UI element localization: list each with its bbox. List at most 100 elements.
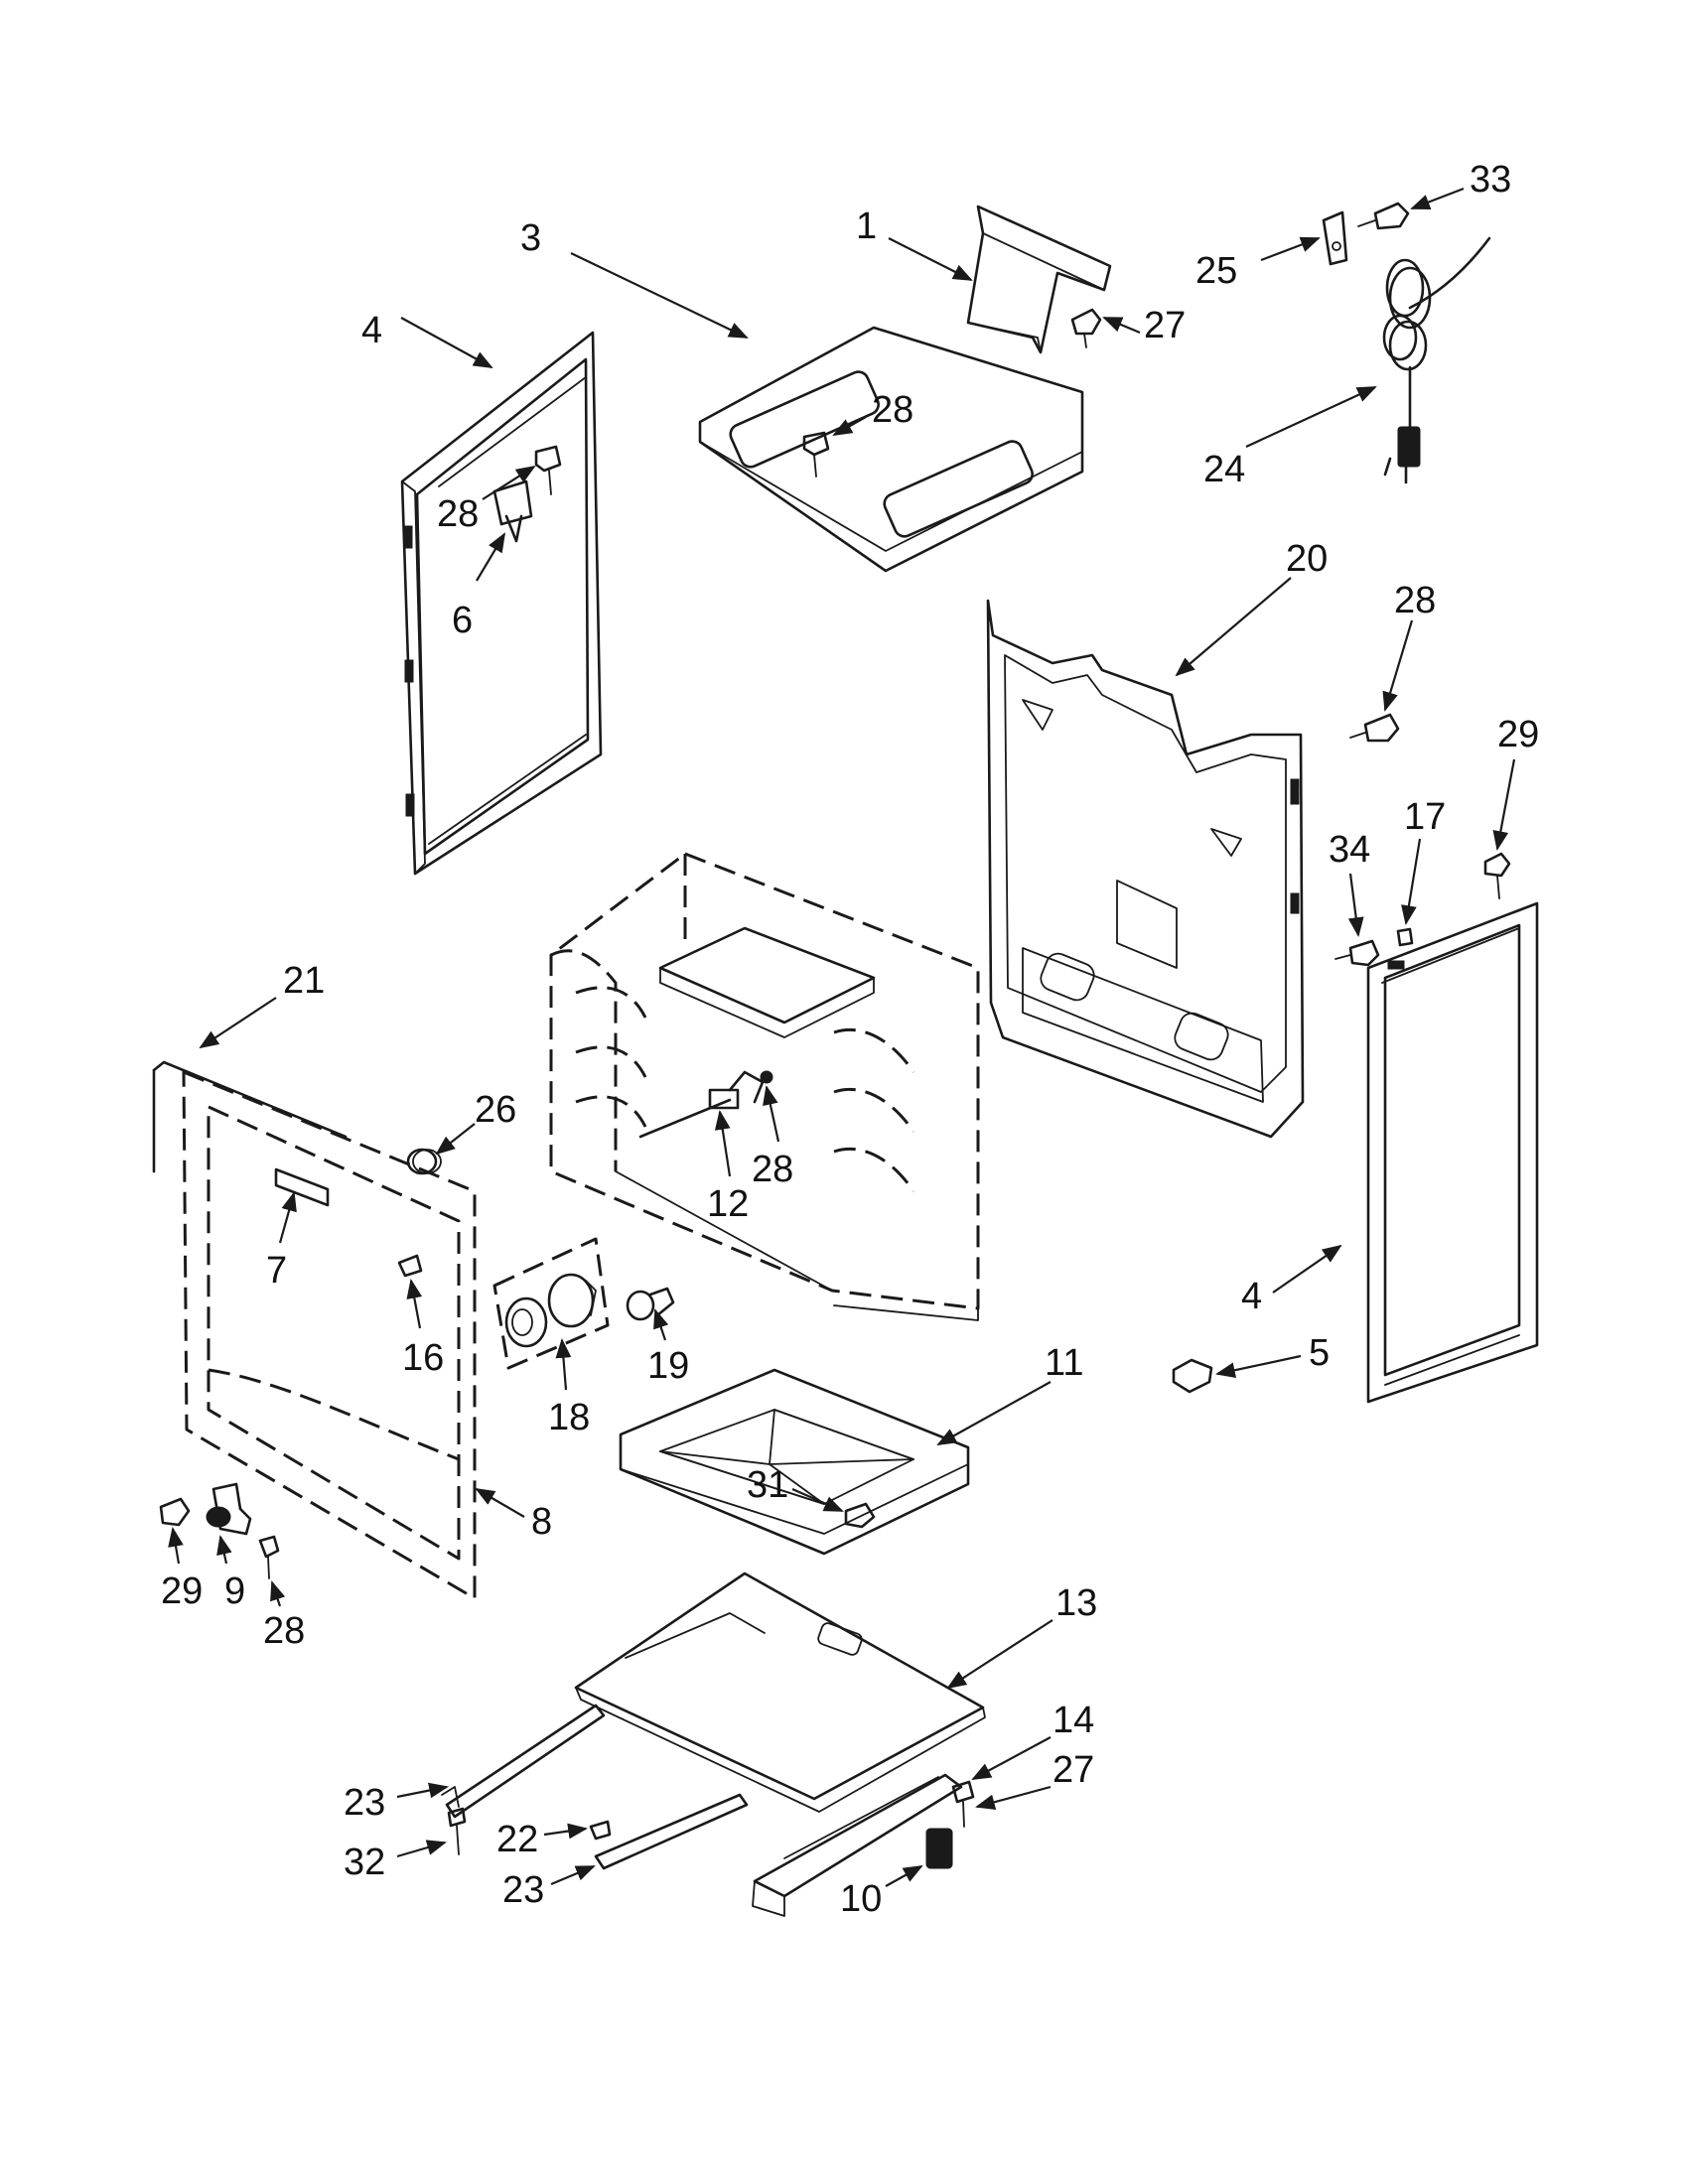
callout-5: 5: [1215, 1332, 1330, 1379]
callout-label: 26: [475, 1089, 516, 1131]
part-screw-29-right: [1483, 852, 1511, 899]
part-top-panel: [698, 326, 1084, 573]
part-front-rail-14: [752, 1773, 963, 1917]
part-bracket-6: [492, 479, 533, 543]
part-screw-33: [1357, 202, 1410, 230]
callout-label: 8: [531, 1501, 552, 1543]
callout-24: 24: [1203, 386, 1377, 490]
callout-26: 26: [435, 1089, 516, 1156]
callout-17: 17: [1401, 796, 1446, 925]
callout-label: 22: [496, 1819, 538, 1860]
part-leveling-leg: [925, 1828, 953, 1869]
callout-22: 22: [496, 1819, 588, 1860]
callout-label: 5: [1309, 1332, 1330, 1374]
callout-21: 21: [199, 960, 325, 1049]
callout-label: 27: [1052, 1749, 1094, 1791]
part-badge-7: [274, 1167, 330, 1207]
callout-label: 6: [452, 600, 473, 641]
callout-32: 32: [344, 1840, 447, 1883]
part-screw-34: [1334, 939, 1380, 967]
callout-label: 3: [520, 217, 541, 259]
part-screw-28-right: [1349, 713, 1400, 743]
part-screw-32: [447, 1807, 467, 1855]
callout-19: 19: [647, 1308, 689, 1387]
part-screw-28-top: [802, 431, 830, 478]
callout-31: 31: [747, 1464, 844, 1513]
part-rail-23-lower: [594, 1793, 749, 1870]
callout-8: 8: [475, 1488, 552, 1543]
callout-23-lower: 23: [502, 1864, 596, 1911]
callout-20: 20: [1175, 538, 1328, 677]
part-latch-9: [206, 1482, 252, 1536]
callout-label: 13: [1055, 1582, 1097, 1624]
part-door-gasket: [152, 1060, 348, 1173]
callout-label: 19: [647, 1345, 689, 1387]
callout-1: 1: [856, 205, 973, 281]
part-bottom-panel: [574, 1571, 986, 1813]
part-vent-duct: [966, 205, 1112, 354]
part-screw-28-left: [534, 445, 562, 495]
callout-6: 6: [452, 532, 506, 641]
callout-label: 10: [840, 1878, 882, 1920]
callout-33: 33: [1410, 159, 1511, 210]
callout-11: 11: [936, 1342, 1083, 1445]
callout-label: 11: [1045, 1342, 1083, 1384]
callout-label: 32: [344, 1842, 385, 1883]
part-clip-5: [1172, 1358, 1213, 1394]
part-oven-bottom: [619, 1368, 970, 1556]
callout-28-top: 28: [832, 389, 913, 436]
callout-label: 28: [263, 1610, 305, 1652]
part-screw-29-left: [159, 1497, 191, 1527]
callout-label: 31: [747, 1464, 788, 1506]
part-plug-26: [406, 1148, 442, 1175]
callout-label: 27: [1144, 305, 1186, 346]
part-inner-door: [182, 1070, 477, 1600]
callout-label: 23: [502, 1869, 544, 1911]
callout-12: 12: [707, 1110, 749, 1225]
part-light-assembly: [492, 1237, 610, 1370]
part-rail-23-upper: [441, 1704, 606, 1819]
callout-16: 16: [402, 1279, 444, 1379]
callout-29-left: 29: [161, 1527, 203, 1612]
callout-label: 18: [548, 1397, 590, 1438]
callout-label: 21: [283, 960, 325, 1002]
callout-label: 24: [1203, 449, 1245, 490]
callout-label: 28: [872, 389, 913, 431]
callout-10: 10: [840, 1865, 923, 1920]
part-clip-22: [589, 1820, 612, 1841]
callout-28-right: 28: [1382, 580, 1436, 712]
callouts: 1 3 4 28 6 27 28: [161, 159, 1539, 1920]
callout-label: 29: [161, 1570, 203, 1612]
callout-34: 34: [1329, 829, 1370, 937]
callout-27-bottom: 27: [975, 1749, 1094, 1810]
part-screw-27-top: [1070, 308, 1102, 348]
part-screw-27-bottom: [951, 1780, 975, 1828]
part-screw-28-cavity: [760, 1070, 773, 1084]
part-oven-cavity: [549, 852, 980, 1321]
callout-label: 28: [437, 493, 479, 535]
part-screw-28-latch: [258, 1535, 280, 1579]
callout-label: 34: [1329, 829, 1370, 871]
callout-label: 23: [344, 1782, 385, 1824]
callout-label: 33: [1470, 159, 1511, 201]
callout-29-right: 29: [1492, 714, 1539, 851]
callout-label: 28: [752, 1149, 793, 1190]
callout-4-left: 4: [361, 310, 493, 368]
part-side-panel-right: [1366, 901, 1539, 1404]
callout-label: 17: [1404, 796, 1446, 838]
callout-13: 13: [946, 1582, 1097, 1690]
callout-label: 14: [1052, 1700, 1094, 1741]
callout-14: 14: [971, 1700, 1094, 1780]
callout-label: 9: [224, 1570, 245, 1612]
callout-label: 4: [361, 310, 382, 351]
callout-25: 25: [1195, 236, 1321, 292]
callout-label: 1: [856, 205, 877, 247]
callout-label: 4: [1241, 1276, 1262, 1317]
part-lens-19: [626, 1287, 675, 1321]
callout-27-top: 27: [1102, 305, 1186, 346]
callout-label: 16: [402, 1337, 444, 1379]
part-side-panel-left: [400, 331, 603, 876]
part-power-cord: [1382, 236, 1491, 484]
callout-7: 7: [266, 1191, 297, 1292]
